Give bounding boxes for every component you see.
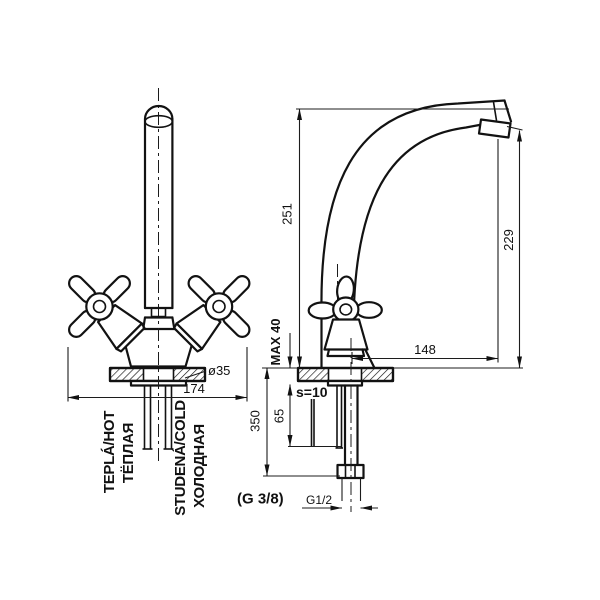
dim-hose-length: 350: [248, 367, 340, 477]
thread-shank-label: G1/2: [306, 493, 332, 507]
dim-350-label: 350: [248, 410, 263, 432]
dim-overall-width: 174: [67, 347, 248, 402]
side-view: 251 229 148 MAX 40 65: [237, 99, 523, 512]
spout-side: [320, 99, 513, 370]
label-hot-ru: ТЁПЛАЯ: [120, 423, 137, 483]
dim-174-label: 174: [183, 381, 205, 396]
spout-tube-front: [142, 104, 176, 329]
base-plate-side: [296, 366, 395, 387]
dim-total-height: 251: [262, 108, 509, 369]
cross-handle-side: [307, 275, 383, 358]
dim-max-deck-thickness: MAX 40: [268, 319, 293, 368]
handle-hub: [332, 296, 360, 323]
front-view: 174 ø35 TEPLÁ/HOT ТЁПЛАЯ STUDENÁ/COLD ХО…: [67, 88, 251, 516]
dim-148-label: 148: [414, 342, 436, 357]
label-hot: TEPLÁ/HOT: [101, 411, 118, 493]
valve-skirt: [326, 348, 366, 358]
thread-hose-label: (G 3/8): [237, 491, 284, 508]
dim-229-label: 229: [501, 229, 516, 251]
handle-hub-center: [212, 299, 226, 314]
handle-hub: [204, 292, 234, 321]
dim-shank-thread: G1/2: [302, 478, 378, 511]
callout-base-diameter: ø35: [184, 363, 230, 379]
aerator: [477, 118, 512, 139]
cross-handle-left: [68, 275, 146, 353]
dim-under-deck: 65: [272, 384, 341, 448]
label-cold: STUDENÁ/COLD: [172, 400, 189, 516]
dim-dia35-label: ø35: [208, 363, 230, 378]
handle-hub-center: [339, 303, 353, 316]
dim-251-label: 251: [280, 203, 295, 225]
valve-cone-side: [323, 318, 369, 351]
dim-65-label: 65: [272, 409, 287, 423]
under-deck-parts: [310, 384, 365, 480]
label-cold-ru: ХОЛОДНАЯ: [191, 424, 208, 508]
handle-spoke: [355, 301, 383, 319]
dim-spout-reach: 148: [351, 139, 499, 364]
dim-max40-label: MAX 40: [268, 319, 283, 366]
handle-hub: [85, 292, 114, 321]
dim-spout-height: 229: [393, 125, 523, 369]
handle-hub-center: [92, 299, 107, 314]
dim-plate-thickness-label: s=10: [296, 384, 328, 400]
